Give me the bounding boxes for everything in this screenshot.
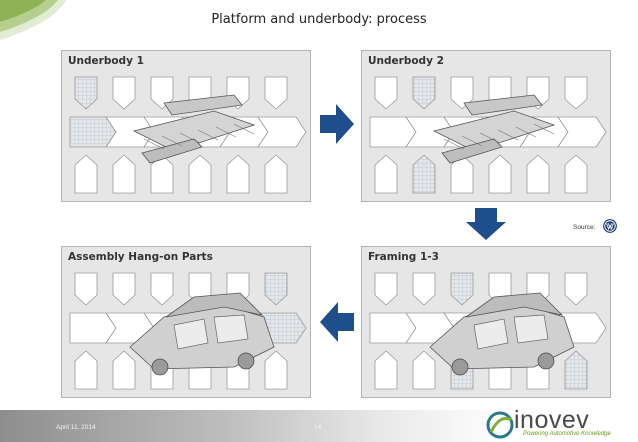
panel-title: Assembly Hang-on Parts: [68, 251, 213, 263]
process-station-diagram: [369, 76, 607, 194]
corner-swoosh-decoration: [0, 0, 66, 40]
station-chevron: [74, 76, 98, 110]
flow-arrow-left-icon: [320, 302, 354, 342]
panel-underbody-2: Underbody 2: [361, 50, 611, 202]
station-chevron: [188, 154, 212, 194]
panel-title: Underbody 1: [68, 55, 144, 67]
station-chevron: [564, 154, 588, 194]
station-chevron: [150, 272, 174, 306]
crossmember-shape: [163, 94, 243, 116]
wheel-arch-shape: [237, 352, 255, 370]
detail-line: [161, 135, 183, 147]
station-step-arrow: [257, 116, 307, 148]
detail-line: [461, 135, 483, 147]
station-chevron: [450, 272, 474, 306]
station-chevron: [112, 350, 136, 390]
station-chevron: [450, 154, 474, 194]
station-chevron: [564, 272, 588, 306]
car-body-illustration: [129, 292, 275, 376]
station-chevron: [488, 154, 512, 194]
car-body-illustration: [429, 292, 575, 376]
station-chevron: [412, 154, 436, 194]
station-step-arrow: [557, 116, 607, 148]
process-station-diagram: [69, 272, 307, 390]
door-opening-shape: [473, 318, 509, 350]
detail-line: [515, 126, 537, 138]
detail-line: [143, 138, 165, 150]
detail-line: [179, 132, 201, 144]
panel-assembly-hang-on-parts: Assembly Hang-on Parts: [61, 246, 311, 398]
station-chevron: [226, 154, 250, 194]
roof-shape: [465, 292, 564, 318]
station-chevron: [564, 76, 588, 110]
crossmember-shape: [463, 94, 543, 116]
panel-underbody-1: Underbody 1: [61, 50, 311, 202]
station-chevron: [412, 76, 436, 110]
floor-pan-shape: [132, 110, 256, 152]
station-chevron: [374, 76, 398, 110]
slide-title: Platform and underbody: process: [211, 12, 427, 27]
source-label: Source:: [573, 224, 596, 231]
panel-title: Framing 1-3: [368, 251, 439, 263]
detail-line: [443, 138, 465, 150]
detail-line: [197, 129, 219, 141]
door-opening-shape: [173, 318, 209, 350]
inovev-tagline: Powering Automotive Knowledge: [523, 431, 611, 437]
process-station-diagram: [69, 76, 307, 194]
floor-pan-shape: [432, 110, 556, 152]
car-body-illustration: [132, 94, 256, 164]
station-chevron: [374, 154, 398, 194]
car-body-illustration: [432, 94, 556, 164]
flow-arrow-right-icon: [320, 104, 354, 144]
wheel-arch-shape: [537, 352, 555, 370]
station-chevron: [112, 272, 136, 306]
station-chevron: [526, 154, 550, 194]
footer-page-number: 14: [314, 424, 322, 431]
detail-line: [497, 129, 519, 141]
process-station-diagram: [369, 272, 607, 390]
inovev-logo-text: inovev: [514, 406, 590, 434]
footer-date: April 11, 2014: [56, 424, 96, 431]
door-opening-shape: [513, 314, 549, 344]
station-chevron: [112, 154, 136, 194]
door-opening-shape: [213, 314, 249, 344]
station-chevron: [264, 76, 288, 110]
wheel-arch-shape: [151, 358, 169, 376]
roof-shape: [165, 292, 264, 318]
station-chevron: [412, 272, 436, 306]
panel-framing: Framing 1-3: [361, 246, 611, 398]
wheel-arch-shape: [451, 358, 469, 376]
station-chevron: [112, 76, 136, 110]
station-chevron: [564, 350, 588, 390]
detail-line: [233, 123, 255, 135]
station-chevron: [412, 350, 436, 390]
station-chevron: [374, 272, 398, 306]
station-chevron: [74, 350, 98, 390]
station-chevron: [264, 272, 288, 306]
station-chevron: [74, 272, 98, 306]
detail-line: [215, 126, 237, 138]
station-chevron: [150, 154, 174, 194]
detail-line: [479, 132, 501, 144]
flow-arrow-down-icon: [466, 208, 506, 240]
station-chevron: [74, 154, 98, 194]
footer-bar: [0, 410, 638, 442]
inovev-logo-icon: [486, 411, 514, 439]
station-chevron: [264, 350, 288, 390]
station-chevron: [264, 154, 288, 194]
detail-line: [533, 123, 555, 135]
station-chevron: [374, 350, 398, 390]
vw-logo-icon: [603, 219, 617, 233]
panel-title: Underbody 2: [368, 55, 444, 67]
